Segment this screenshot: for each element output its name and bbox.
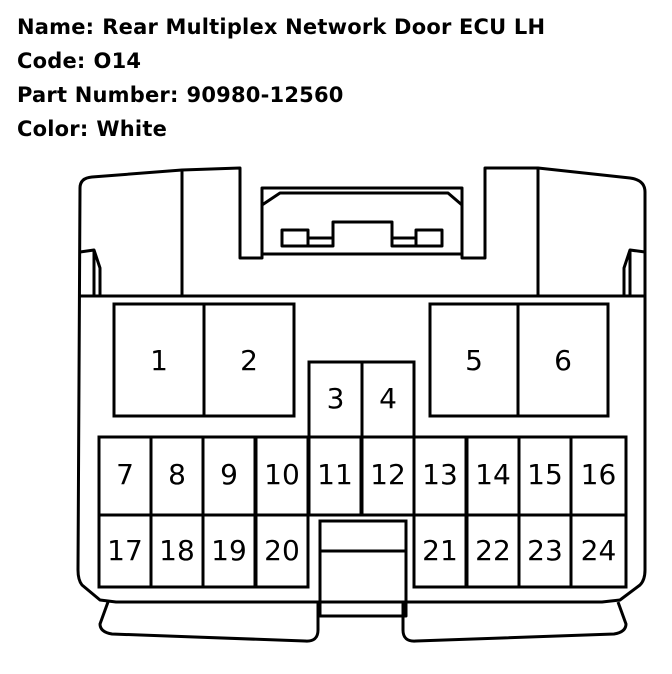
pin-cavity-24 bbox=[569, 513, 628, 589]
pin-label-9: 9 bbox=[220, 458, 238, 491]
connector-housing bbox=[76, 166, 647, 643]
pin-cavity-12 bbox=[360, 435, 416, 517]
name-value: Rear Multiplex Network Door ECU LH bbox=[102, 15, 546, 39]
name-label: Name: bbox=[17, 15, 95, 39]
pin-cavity-5 bbox=[428, 302, 520, 418]
pin-label-4: 4 bbox=[379, 382, 397, 415]
pin-label-18: 18 bbox=[159, 534, 195, 567]
color-row: Color: White bbox=[17, 112, 545, 146]
pin-cavity-22 bbox=[465, 513, 521, 589]
pin-cavity-11 bbox=[307, 435, 363, 517]
code-value: O14 bbox=[93, 49, 142, 73]
code-label: Code: bbox=[17, 49, 86, 73]
pin-label-8: 8 bbox=[168, 458, 186, 491]
pin-label-12: 12 bbox=[370, 458, 406, 491]
connector-info: Name:Rear Multiplex Network Door ECU LH … bbox=[17, 10, 545, 146]
pin-label-20: 20 bbox=[264, 534, 300, 567]
part-number-label: Part Number: bbox=[17, 83, 179, 107]
pin-label-6: 6 bbox=[554, 344, 572, 377]
pin-label-1: 1 bbox=[150, 344, 168, 377]
pin-cavity-17 bbox=[97, 513, 153, 589]
pin-cavity-4 bbox=[360, 360, 416, 439]
name-row: Name: Rear Multiplex Network Door ECU LH bbox=[17, 10, 545, 44]
pin-cavity-3 bbox=[307, 360, 364, 439]
pin-cavity-18 bbox=[149, 513, 205, 589]
pin-label-15: 15 bbox=[527, 458, 563, 491]
pin-cavity-21 bbox=[412, 513, 468, 589]
pin-label-22: 22 bbox=[475, 534, 511, 567]
pin-label-24: 24 bbox=[581, 534, 617, 567]
part-number-value: 90980-12560 bbox=[186, 83, 344, 107]
pin-cavity-2 bbox=[202, 302, 296, 418]
pin-label-10: 10 bbox=[264, 458, 300, 491]
pin-label-19: 19 bbox=[211, 534, 247, 567]
pin-cavity-20 bbox=[254, 513, 310, 589]
pin-label-21: 21 bbox=[422, 534, 458, 567]
color-label: Color: bbox=[17, 117, 89, 141]
pin-label-16: 16 bbox=[581, 458, 617, 491]
pin-label-5: 5 bbox=[465, 344, 483, 377]
code-row: Code: O14 bbox=[17, 44, 545, 78]
pin-label-11: 11 bbox=[317, 458, 353, 491]
pin-cavity-8 bbox=[149, 435, 205, 517]
pin-cavity-9 bbox=[201, 435, 257, 517]
pin-cavity-6 bbox=[516, 302, 610, 418]
pin-cavities bbox=[97, 302, 628, 589]
color-value: White bbox=[96, 117, 168, 141]
center-key bbox=[318, 519, 408, 604]
pin-label-17: 17 bbox=[107, 534, 143, 567]
pin-label-7: 7 bbox=[116, 458, 134, 491]
pin-label-2: 2 bbox=[240, 344, 258, 377]
pin-label-14: 14 bbox=[475, 458, 511, 491]
pin-label-23: 23 bbox=[527, 534, 563, 567]
pin-label-3: 3 bbox=[327, 382, 345, 415]
pin-cavity-1 bbox=[112, 302, 206, 418]
part-number-row: Part Number: 90980-12560 bbox=[17, 78, 545, 112]
pin-label-13: 13 bbox=[422, 458, 458, 491]
